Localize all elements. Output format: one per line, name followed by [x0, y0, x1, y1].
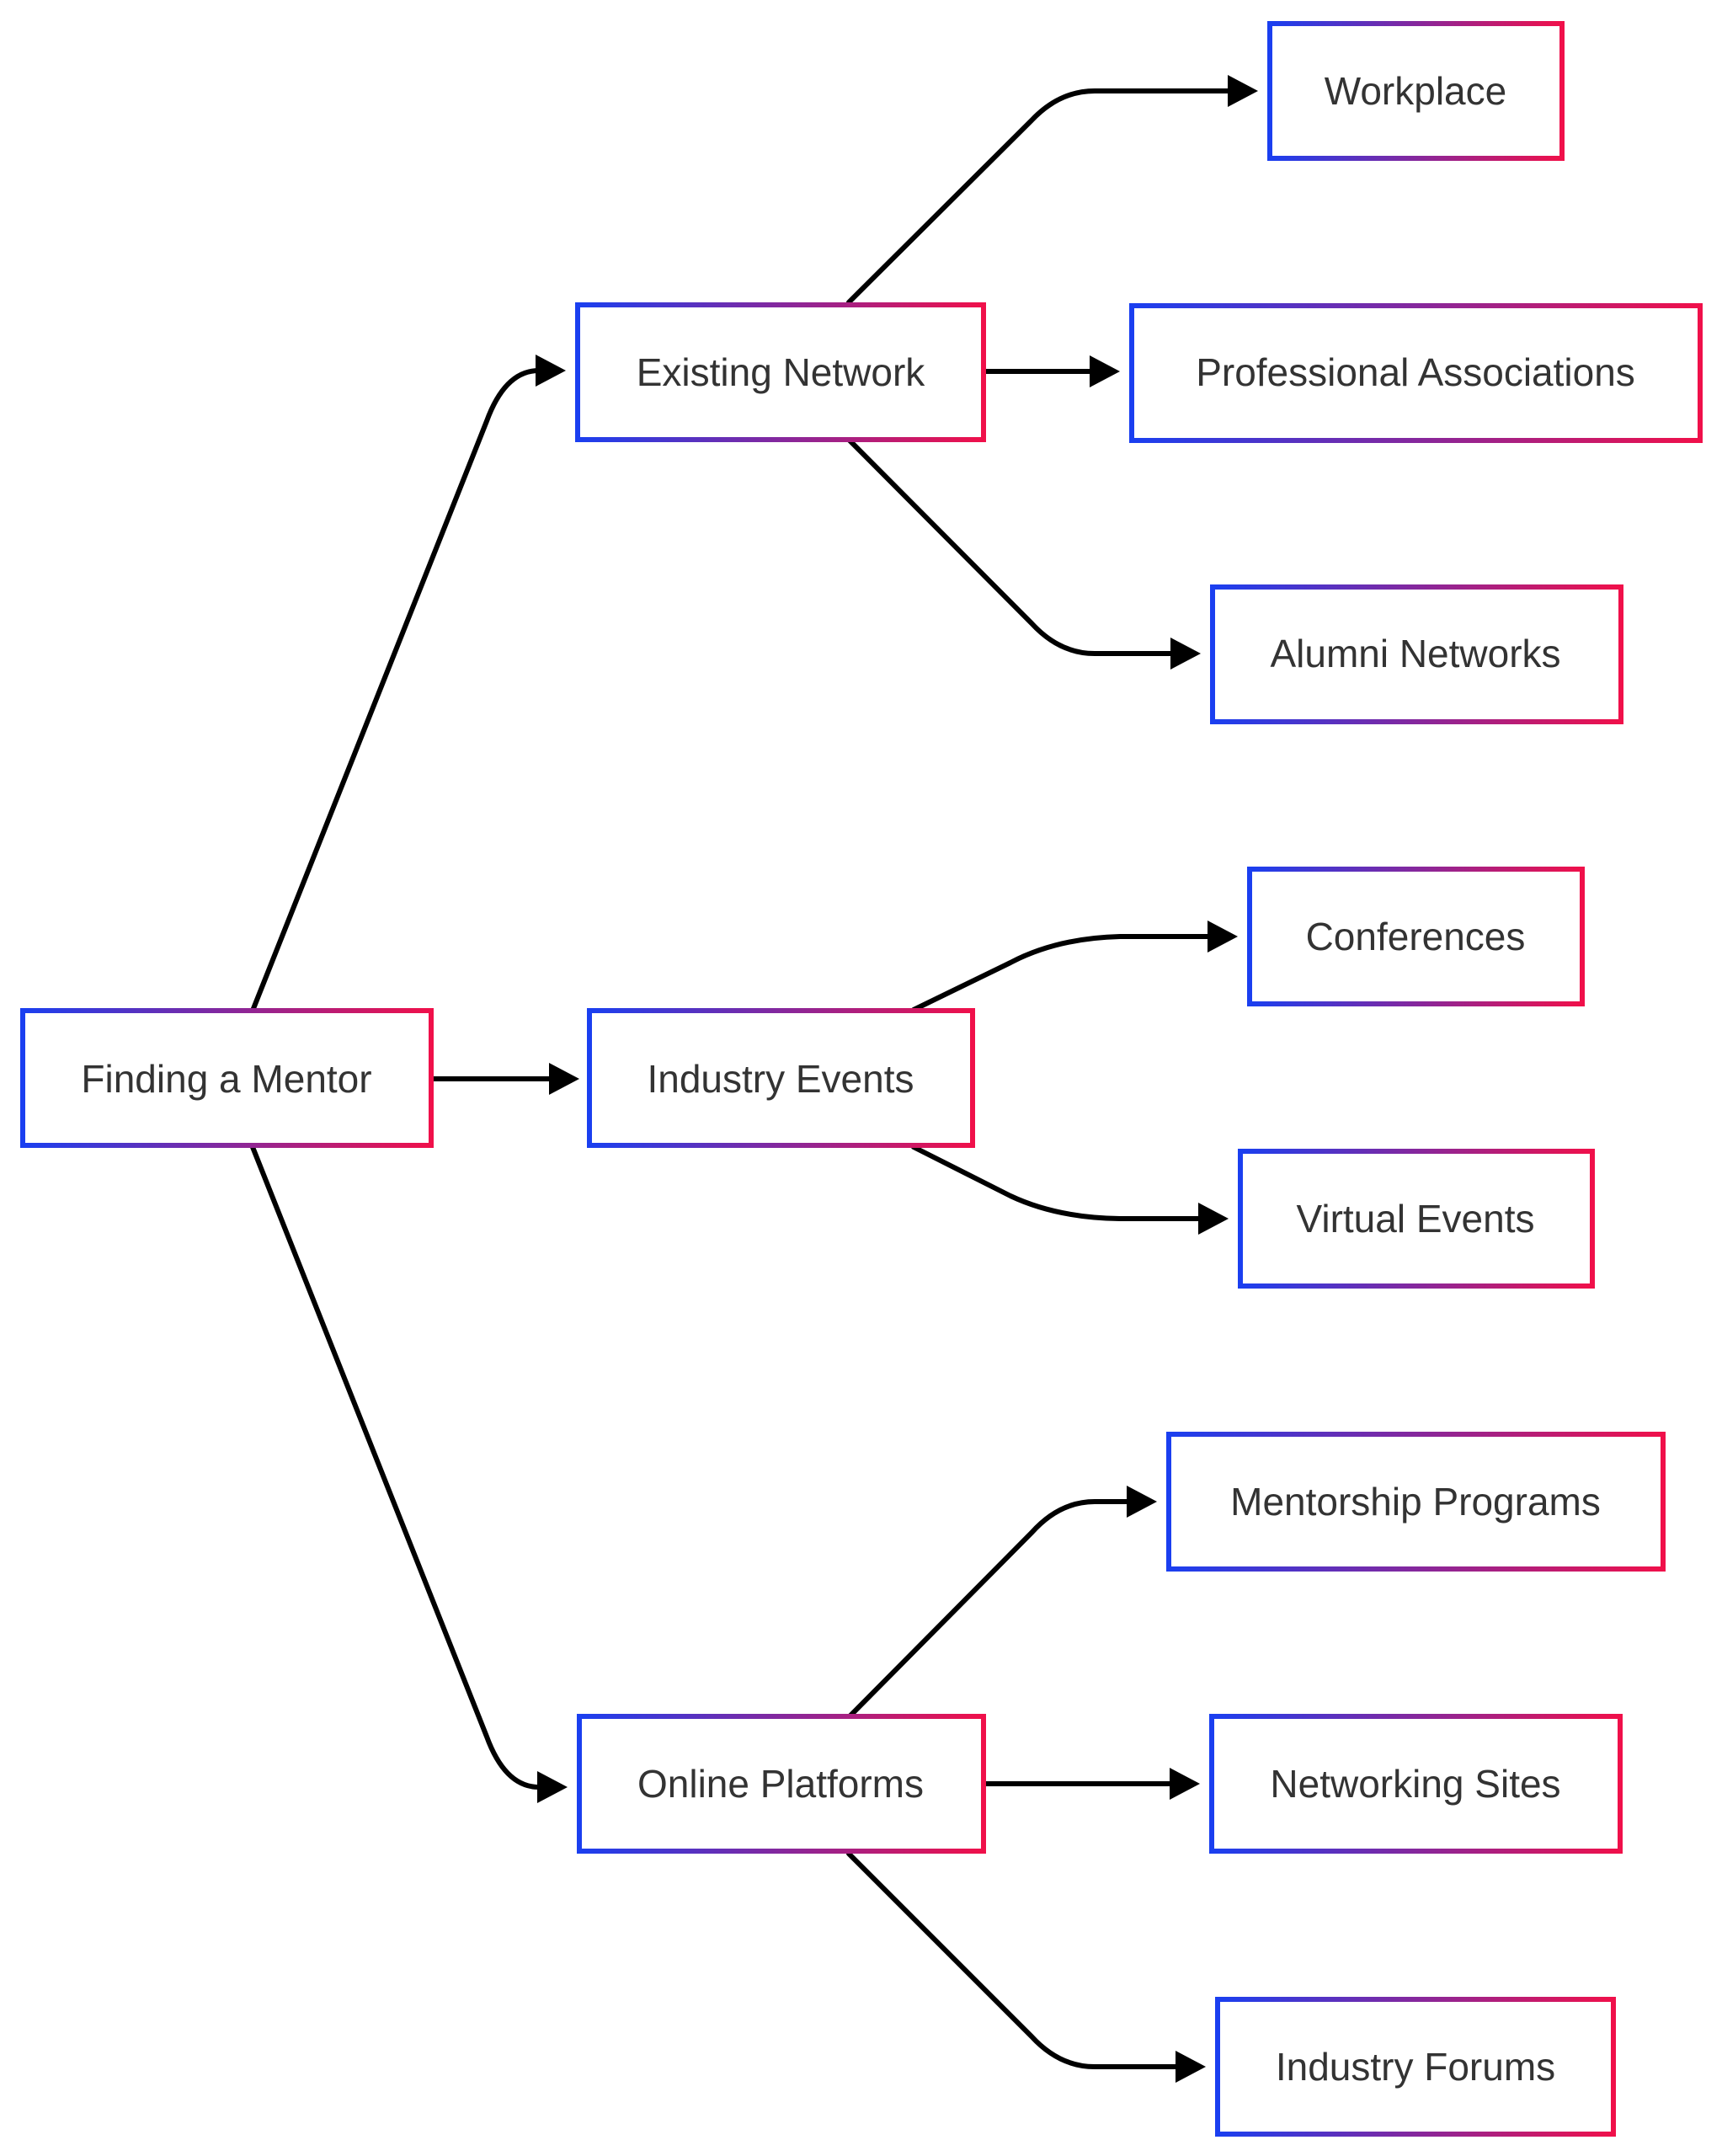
edge-online-platforms-to-networking-sites — [981, 1768, 1200, 1800]
node-professional-associations[interactable]: Professional Associations — [1129, 303, 1703, 443]
node-mentorship-programs[interactable]: Mentorship Programs — [1166, 1432, 1666, 1572]
node-conferences[interactable]: Conferences — [1247, 867, 1585, 1006]
edge-existing-network-to-workplace — [846, 75, 1258, 305]
node-virtual-events[interactable]: Virtual Events — [1238, 1149, 1595, 1289]
node-label-online-platforms: Online Platforms — [637, 1762, 924, 1806]
node-label-finding-a-mentor: Finding a Mentor — [81, 1057, 371, 1101]
edge-online-platforms-to-industry-forums — [846, 1851, 1206, 2083]
edge-finding-a-mentor-to-industry-events — [430, 1063, 579, 1095]
node-label-professional-associations: Professional Associations — [1196, 350, 1635, 394]
node-industry-events[interactable]: Industry Events — [587, 1008, 975, 1148]
edges — [250, 75, 1258, 2083]
node-label-alumni-networks: Alumni Networks — [1270, 632, 1560, 675]
node-workplace[interactable]: Workplace — [1267, 21, 1565, 161]
edge-finding-a-mentor-to-existing-network — [250, 355, 566, 1013]
edge-online-platforms-to-mentorship-programs — [846, 1486, 1157, 1720]
edge-existing-network-to-professional-associations — [983, 355, 1120, 387]
edge-existing-network-to-alumni-networks — [846, 437, 1201, 670]
edge-finding-a-mentor-to-online-platforms — [250, 1145, 568, 1803]
node-label-industry-events: Industry Events — [647, 1057, 914, 1101]
nodes: Finding a Mentor Existing Network Indust… — [20, 21, 1703, 2137]
node-existing-network[interactable]: Existing Network — [575, 302, 986, 442]
node-online-platforms[interactable]: Online Platforms — [577, 1714, 986, 1854]
node-label-existing-network: Existing Network — [637, 350, 926, 394]
node-finding-a-mentor[interactable]: Finding a Mentor — [20, 1008, 434, 1148]
edge-industry-events-to-conferences — [911, 921, 1238, 1012]
node-label-workplace: Workplace — [1325, 69, 1506, 113]
node-label-virtual-events: Virtual Events — [1297, 1197, 1535, 1241]
node-industry-forums[interactable]: Industry Forums — [1215, 1997, 1616, 2137]
node-networking-sites[interactable]: Networking Sites — [1209, 1714, 1623, 1854]
node-label-industry-forums: Industry Forums — [1276, 2045, 1555, 2089]
edge-industry-events-to-virtual-events — [911, 1145, 1229, 1235]
node-alumni-networks[interactable]: Alumni Networks — [1210, 584, 1623, 724]
node-label-conferences: Conferences — [1306, 915, 1526, 958]
node-label-networking-sites: Networking Sites — [1270, 1762, 1560, 1806]
node-label-mentorship-programs: Mentorship Programs — [1230, 1480, 1601, 1524]
